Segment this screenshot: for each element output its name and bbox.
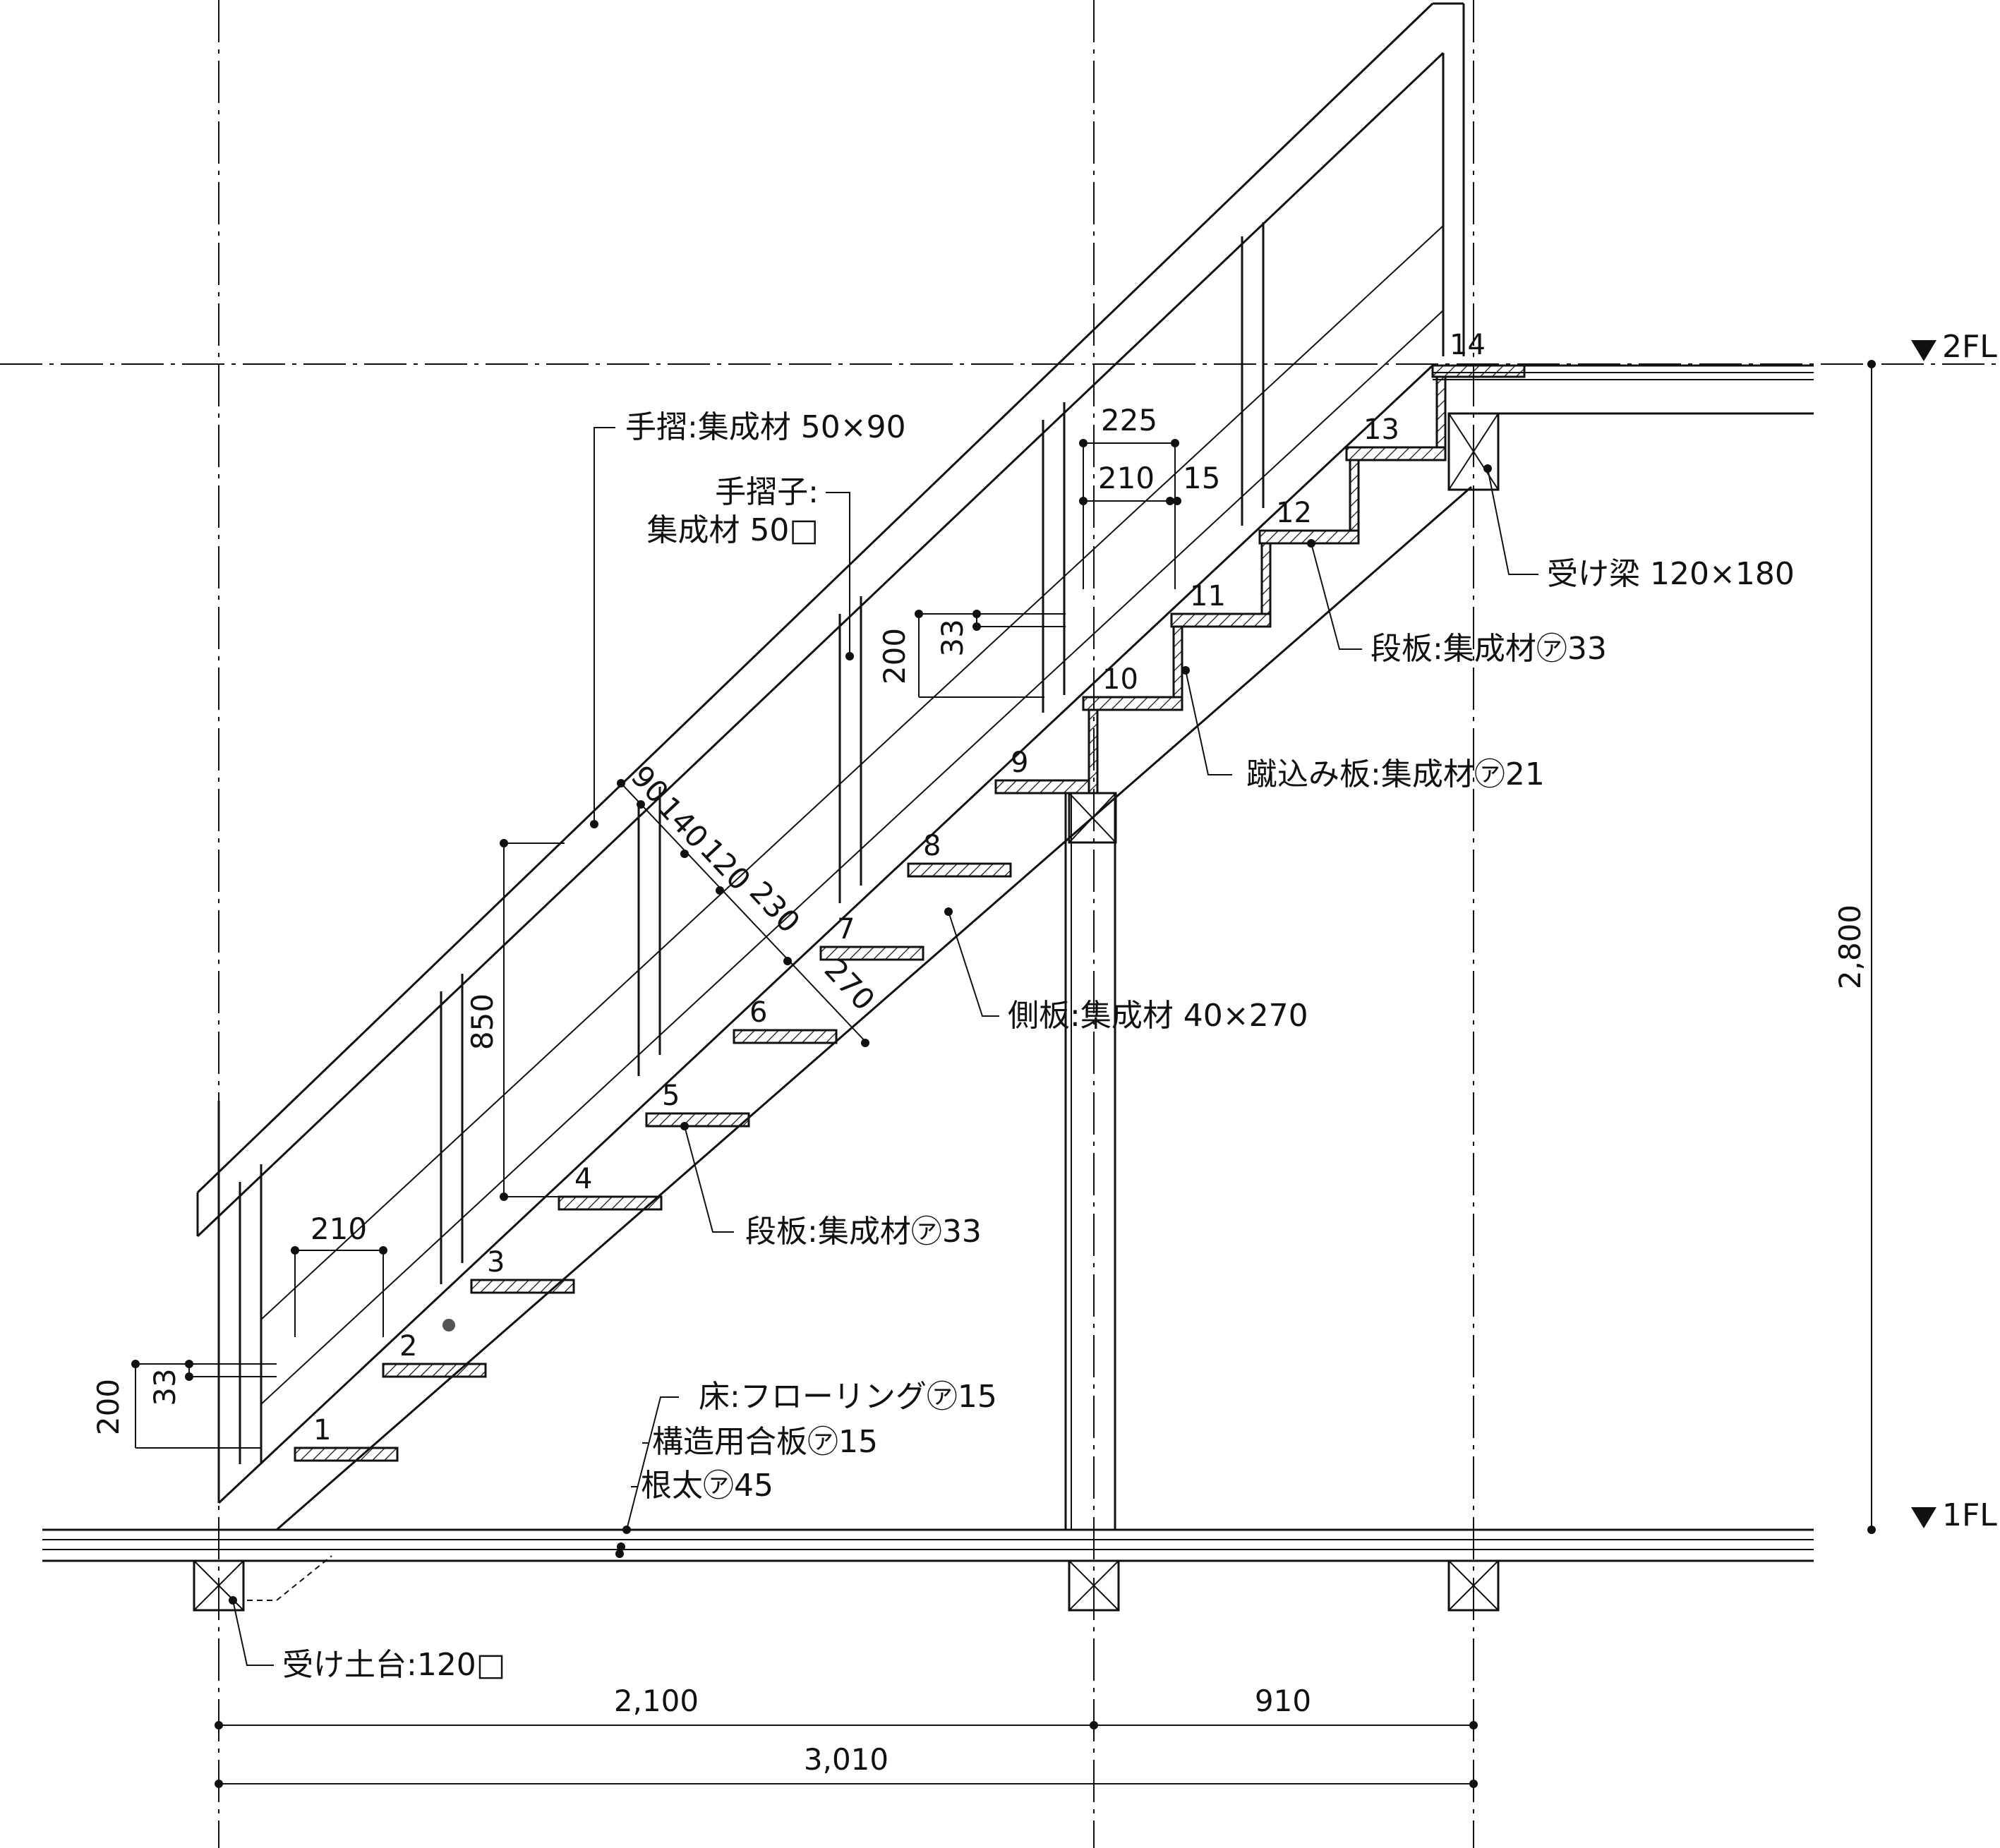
label-tread-lower: 段板:集成材㋐33 xyxy=(745,1214,982,1250)
label-baluster-2: 集成材 50□ xyxy=(646,512,819,548)
riser-13-14 xyxy=(1435,375,1447,449)
annotation-floor: 床:フローリング㋐15 構造用合板㋐15 根太㋐45 xyxy=(615,1379,997,1558)
step-number: 13 xyxy=(1363,413,1399,446)
tread-8 xyxy=(907,862,1012,878)
sill-center xyxy=(1068,1559,1120,1612)
dim-text-910: 910 xyxy=(1255,1684,1311,1718)
label-joist: 根太㋐45 xyxy=(641,1468,773,1504)
dim-text-200-upper: 200 xyxy=(877,628,912,684)
label-stringer: 側板:集成材 40×270 xyxy=(1008,998,1308,1034)
tread-9 xyxy=(994,779,1090,795)
level-marker-2fl: 2FL xyxy=(1911,329,1997,365)
dim-upper-step: 225 210 15 200 33 xyxy=(877,403,1220,698)
step-number: 5 xyxy=(662,1080,680,1112)
dim-text-850: 850 xyxy=(465,994,500,1050)
annotation-tread-upper: 段板:集成材㋐33 xyxy=(1307,539,1607,667)
tread-1 xyxy=(294,1447,399,1462)
label-beam: 受け梁 120×180 xyxy=(1547,556,1795,592)
tread-3 xyxy=(470,1279,575,1294)
tread-11 xyxy=(1170,612,1272,628)
level-label-1fl: 1FL xyxy=(1942,1497,1997,1533)
dim-text-230: 230 xyxy=(743,874,807,939)
label-tread-upper: 段板:集成材㋐33 xyxy=(1371,631,1607,667)
tread-5 xyxy=(645,1112,750,1128)
dim-lower-step: 210 200 33 xyxy=(91,1212,387,1449)
annotation-riser: 蹴込み板:集成材㋐21 xyxy=(1181,666,1545,792)
tread-7 xyxy=(819,946,924,961)
tread-2 xyxy=(382,1363,487,1378)
dim-text-225: 225 xyxy=(1101,403,1157,437)
annotation-handrail: 手摺:集成材 50×90 xyxy=(590,409,906,828)
step-number: 9 xyxy=(1011,747,1028,779)
dim-text-210-lower: 210 xyxy=(311,1212,367,1246)
step-number: 4 xyxy=(574,1163,592,1195)
step-number: 11 xyxy=(1190,580,1226,612)
label-riser: 蹴込み板:集成材㋐21 xyxy=(1246,756,1545,792)
annotation-tread-lower: 段板:集成材㋐33 xyxy=(680,1122,982,1250)
annotation-sill: 受け土台:120□ xyxy=(229,1596,505,1683)
dim-text-270: 270 xyxy=(818,952,882,1017)
step-number: 10 xyxy=(1102,663,1138,696)
tread-13 xyxy=(1345,446,1447,461)
step-number: 6 xyxy=(749,996,767,1029)
dim-total-height: 2,800 xyxy=(1833,360,1876,1534)
step-number: 7 xyxy=(837,913,855,946)
dim-handrail-height: 850 xyxy=(465,839,565,1201)
balusters xyxy=(239,222,1265,1464)
sill-left xyxy=(193,1559,245,1612)
annotation-stringer: 側板:集成材 40×270 xyxy=(944,907,1308,1034)
riser-11-12 xyxy=(1260,542,1272,615)
step-number: 12 xyxy=(1276,497,1312,529)
dim-spans: 2,100 910 3,010 xyxy=(215,1684,1478,1788)
sill-right xyxy=(1447,1559,1500,1612)
handrail xyxy=(196,2,1465,1405)
annotation-beam: 受け梁 120×180 xyxy=(1483,464,1795,592)
step-number: 1 xyxy=(313,1414,331,1447)
annotation-baluster: 手摺子: 集成材 50□ xyxy=(646,474,854,660)
tread-4 xyxy=(558,1195,663,1211)
dim-text-3010: 3,010 xyxy=(804,1742,888,1777)
dim-text-15-upper: 15 xyxy=(1183,461,1220,495)
step-numbers: 1 2 3 4 5 6 7 8 9 10 11 12 13 14 xyxy=(313,329,1486,1447)
label-floor: 床:フローリング㋐15 xyxy=(699,1379,997,1415)
label-sill: 受け土台:120□ xyxy=(282,1647,505,1683)
level-marker-1fl: 1FL xyxy=(1911,1497,1997,1533)
label-baluster-1: 手摺子: xyxy=(715,474,819,510)
stringer xyxy=(217,364,1472,1601)
center-post xyxy=(1064,793,1116,1530)
dim-text-33-upper: 33 xyxy=(935,619,970,656)
dim-text-210-upper: 210 xyxy=(1098,461,1155,495)
reference-dot xyxy=(442,1319,455,1331)
treads-open xyxy=(294,779,1090,1462)
riser-10-11 xyxy=(1172,625,1183,699)
step-number: 14 xyxy=(1450,329,1486,361)
step-number: 2 xyxy=(399,1330,417,1363)
step-number: 8 xyxy=(923,830,941,862)
dim-text-33-lower: 33 xyxy=(147,1368,182,1406)
step-number: 3 xyxy=(487,1246,505,1279)
level-label-2fl: 2FL xyxy=(1942,329,1997,365)
treads-closed xyxy=(1082,364,1526,795)
tread-14 xyxy=(1431,364,1526,378)
dim-text-2100: 2,100 xyxy=(614,1684,699,1718)
label-plywood: 構造用合板㋐15 xyxy=(652,1424,878,1460)
floor-1f xyxy=(42,1528,1814,1562)
riser-9-10 xyxy=(1088,708,1099,795)
dim-text-2800: 2,800 xyxy=(1833,905,1867,989)
tread-10 xyxy=(1082,696,1183,711)
riser-12-13 xyxy=(1349,459,1360,532)
tread-6 xyxy=(733,1029,838,1044)
label-handrail: 手摺:集成材 50×90 xyxy=(625,409,906,445)
dim-text-200-lower: 200 xyxy=(91,1379,126,1435)
